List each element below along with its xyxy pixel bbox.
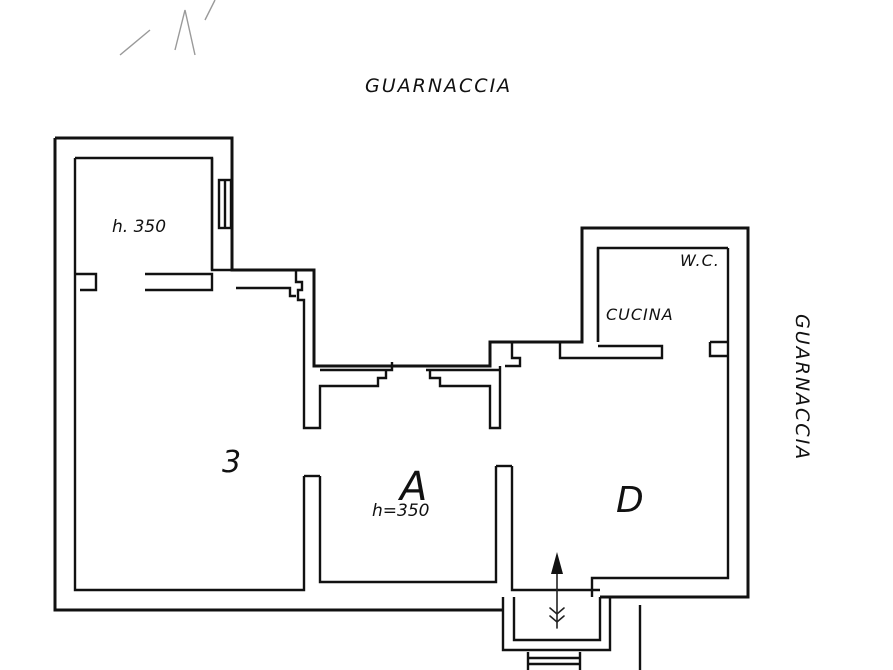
room-mark-right: D <box>616 480 644 521</box>
corridor-walls <box>236 268 728 478</box>
room-mark-center: A <box>397 464 427 510</box>
room-label-kitchen: CUCINA <box>606 305 674 324</box>
street-label-right: GUARNACCIA <box>791 314 813 461</box>
street-label-top: GUARNACCIA <box>365 75 512 97</box>
room-height-center: h=350 <box>372 501 429 521</box>
entrance <box>501 597 642 670</box>
room-top-left <box>75 158 236 292</box>
room-label-wc: W.C. <box>680 251 720 270</box>
outer-walls <box>53 136 750 612</box>
entrance-arrow-icon <box>549 552 565 629</box>
room-height-top-left: h. 350 <box>112 217 166 237</box>
scribble-mark <box>119 0 216 56</box>
room-mark-left: 3 <box>222 445 241 480</box>
